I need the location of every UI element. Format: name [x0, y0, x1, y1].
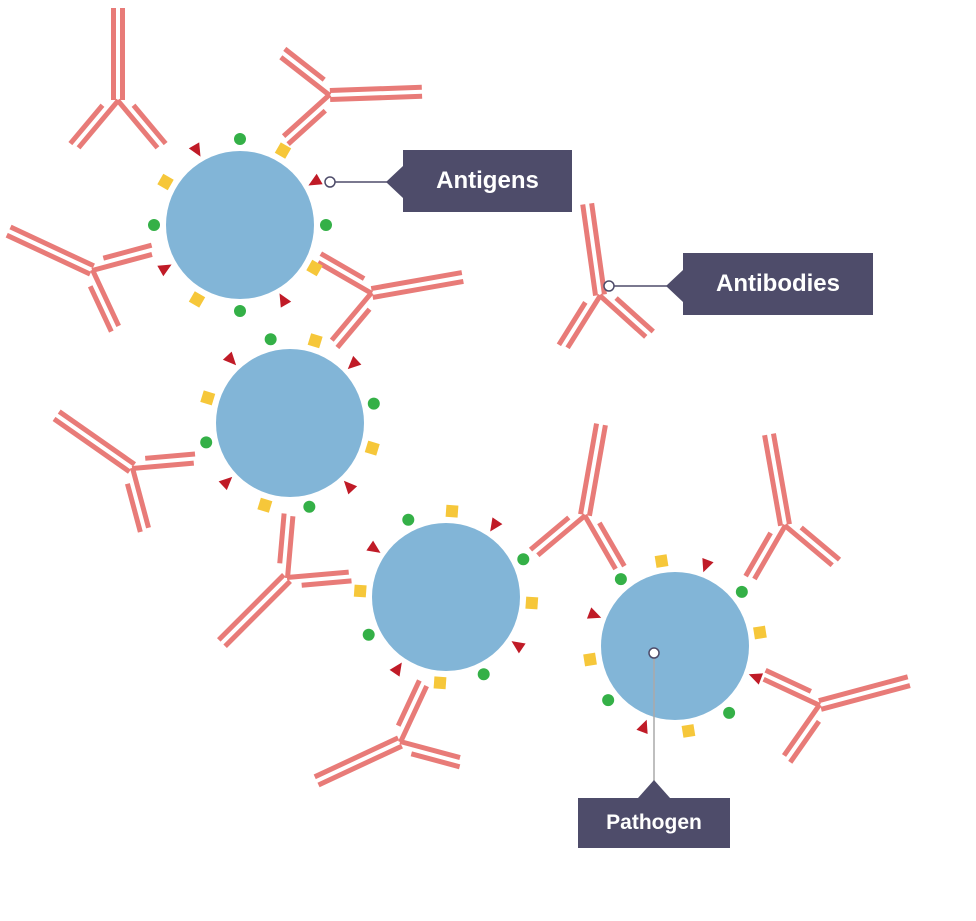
antibody	[295, 675, 468, 826]
antigen-triangle	[188, 142, 201, 157]
antigen-dot	[602, 694, 615, 707]
antigen-square	[433, 676, 447, 690]
antigen-triangle	[586, 607, 602, 619]
antigen-triangle	[702, 557, 714, 573]
antigen-dot	[234, 133, 246, 145]
antigen-triangle	[343, 480, 358, 495]
antigen-dot	[200, 436, 213, 449]
antigen-square	[188, 291, 206, 308]
antigen-square	[353, 584, 367, 598]
antigen-dot	[402, 513, 415, 526]
pathogen-leader-dot	[648, 647, 660, 659]
antigen-dot	[723, 706, 736, 719]
antigen-triangle	[636, 719, 648, 735]
antibodies-leader-dot	[603, 280, 615, 292]
antigen-triangle	[748, 673, 764, 685]
antigen-square	[274, 142, 292, 159]
antibody	[527, 415, 650, 574]
antigen-square	[583, 652, 597, 667]
pathogen	[166, 151, 314, 299]
antigen-dot	[614, 573, 627, 586]
antigen-dot	[264, 333, 277, 346]
antigen-square	[681, 724, 696, 738]
antigen-square	[306, 259, 323, 277]
antigen-square	[157, 173, 174, 191]
antigen-square	[753, 625, 767, 640]
antigen-square	[654, 554, 669, 568]
antigen-square	[307, 333, 323, 349]
antigen-triangle	[157, 264, 172, 277]
antibody	[0, 186, 160, 337]
antibody	[757, 633, 922, 767]
pathogen	[216, 349, 364, 497]
pathogen	[601, 572, 749, 720]
antibodies-label: Antibodies	[683, 253, 873, 315]
antigen-square	[200, 390, 216, 406]
antigen-dot	[234, 305, 246, 317]
antigen-triangle	[308, 173, 323, 186]
antigen-triangle	[490, 517, 503, 532]
antigen-dot	[320, 219, 332, 231]
antigen-triangle	[511, 641, 526, 654]
antigen-triangle	[389, 662, 402, 677]
pathogen	[372, 523, 520, 671]
antigen-square	[257, 497, 273, 513]
antibodies-pointer	[666, 270, 683, 302]
antigen-triangle	[366, 540, 381, 553]
antigen-triangle	[279, 293, 292, 308]
antibody	[720, 425, 843, 584]
antibody	[186, 506, 359, 679]
antigen-triangle	[347, 355, 362, 370]
antigen-square	[525, 596, 539, 610]
pathogen-pointer	[638, 780, 670, 798]
antigen-dot	[735, 585, 748, 598]
antigen-dot	[362, 628, 375, 641]
antibody	[68, 8, 168, 151]
antigen-triangle	[222, 351, 237, 366]
antigen-triangle	[218, 476, 233, 491]
antigen-dot	[517, 553, 530, 566]
antigen-dot	[303, 500, 316, 513]
antigen-square	[445, 504, 459, 518]
antibody	[28, 374, 203, 538]
antibody	[313, 228, 472, 351]
antigen-dot	[148, 219, 160, 231]
antigens-label: Antigens	[403, 150, 572, 212]
antigens-leader-dot	[324, 176, 336, 188]
antigens-pointer	[386, 166, 403, 198]
antigen-dot	[367, 397, 380, 410]
antibody	[538, 196, 657, 353]
antibody	[277, 42, 424, 147]
pathogen-label: Pathogen	[578, 798, 730, 848]
antigen-square	[364, 440, 380, 456]
antigen-dot	[477, 668, 490, 681]
